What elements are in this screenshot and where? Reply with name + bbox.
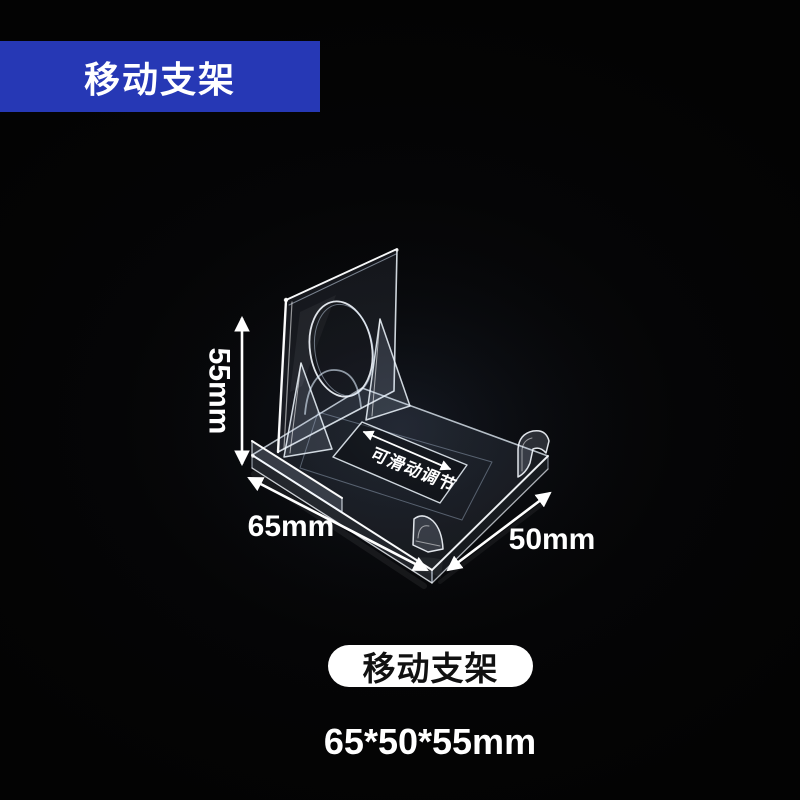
slider-arch: [304, 369, 362, 415]
top-title-badge: 移动支架: [0, 41, 320, 112]
back-plate: [276, 248, 398, 454]
depth-dimension-label: 50mm: [509, 523, 596, 556]
width-arrow: [247, 476, 429, 572]
product-name-text: 移动支架: [362, 650, 499, 687]
dimension-annotations: 55mm 65mm 50mm: [203, 315, 596, 572]
support-braces: [283, 318, 411, 458]
slide-direction-arrow: [362, 430, 452, 471]
height-dimension-label: 55mm: [203, 348, 236, 435]
product-name-pill: 移动支架: [328, 645, 533, 687]
width-dimension-label: 65mm: [248, 510, 335, 543]
top-title-text: 移动支架: [83, 58, 236, 100]
product-size-text: 65*50*55mm: [323, 721, 537, 762]
depth-arrow: [446, 491, 552, 572]
right-hook: [517, 429, 550, 478]
